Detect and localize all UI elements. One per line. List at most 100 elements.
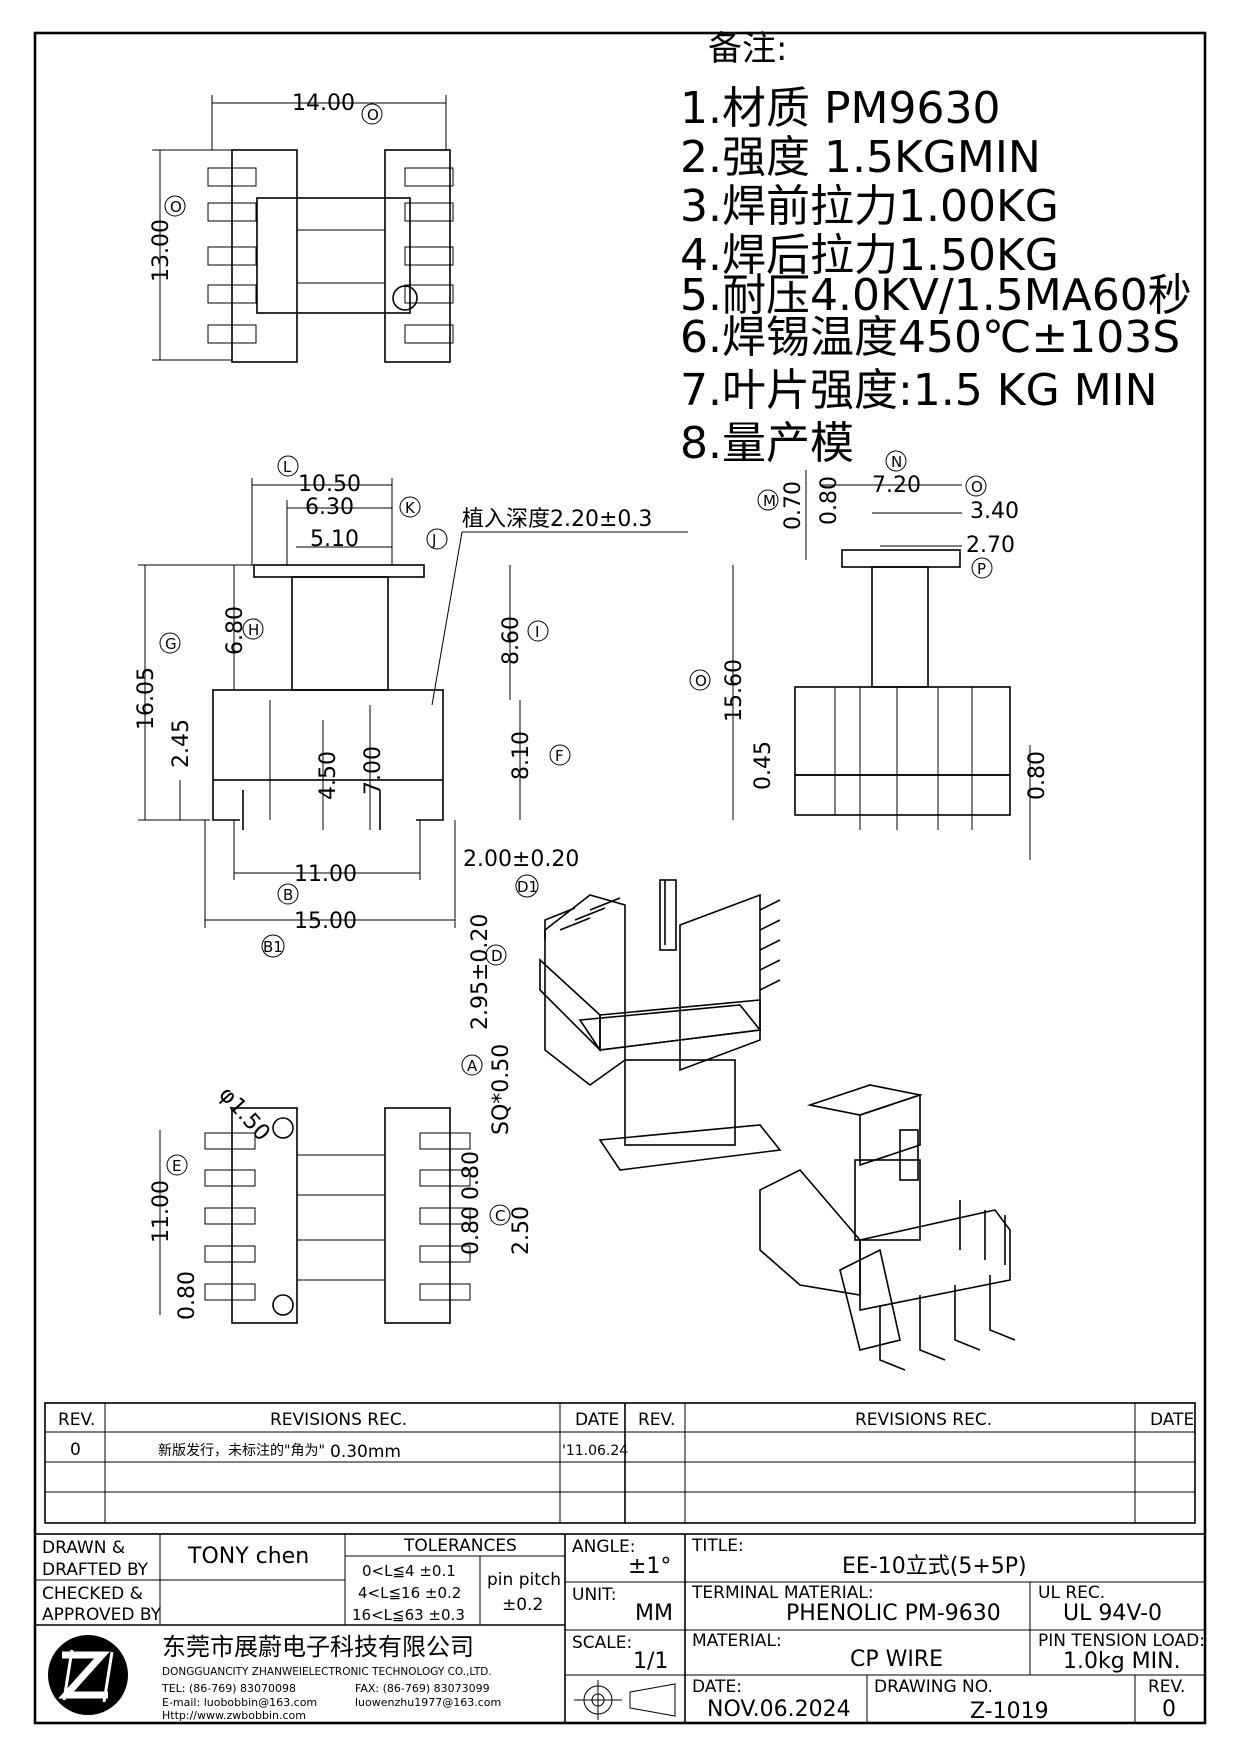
note-4: 4.焊后拉力1.50KG <box>680 230 1059 281</box>
title-block: DRAWN & DRAFTED BY TONY chen CHECKED & A… <box>34 1533 1206 1724</box>
note-5: 5.耐压4.0KV/1.5MA60秒 <box>680 270 1192 321</box>
svg-text:C: C <box>495 1207 505 1225</box>
checked-label-1: CHECKED & <box>42 1584 143 1604</box>
callout-L <box>277 455 299 477</box>
tol-row-3: 16<L≦63 ±0.3 <box>352 1606 465 1624</box>
angle-value: ±1° <box>628 1554 671 1579</box>
drawn-by-label-2: DRAFTED BY <box>42 1560 149 1580</box>
note-1: 1.材质 PM9630 <box>680 83 1000 134</box>
dim-7-20: 7.20 <box>872 473 921 498</box>
dim-0-80-side: 0.80 <box>817 476 842 525</box>
company-email-2: luowenzhu1977@163.com <box>355 1696 501 1709</box>
svg-text:I: I <box>535 623 539 641</box>
dim-phi-1-50: φ1.50 <box>214 1082 275 1146</box>
svg-text:J: J <box>431 531 436 549</box>
side-view: 7.20 N O 3.40 2.70 P 0.70 M 0.80 15.60 O… <box>689 450 1050 860</box>
rev-header-2: REV. <box>638 1410 675 1430</box>
side-base-block <box>794 686 1011 776</box>
svg-text:O: O <box>170 198 182 216</box>
rev-row-0-rec2: 0.30mm <box>330 1442 401 1462</box>
locating-hole-icon <box>272 1294 294 1316</box>
pin-tension-label: PIN TENSION LOAD: <box>1038 1631 1205 1651</box>
svg-text:L: L <box>283 458 292 476</box>
tolerances-label: TOLERANCES <box>403 1536 517 1556</box>
dim-2-95: 2.95±0.20 <box>468 914 493 1030</box>
drawing-no-label: DRAWING NO. <box>874 1677 993 1697</box>
projection-symbol-icon <box>574 1680 676 1720</box>
svg-text:O: O <box>695 672 707 690</box>
dim-sq-0-50: SQ*0.50 <box>489 1044 514 1135</box>
svg-text:D: D <box>491 947 503 965</box>
locating-hole-icon <box>272 1117 294 1139</box>
dim-bot-0-80c: 0.80 <box>459 1206 484 1255</box>
title-value: EE-10立式(5+5P) <box>842 1554 1027 1579</box>
callout-B1 <box>261 934 285 958</box>
dim-0-45: 0.45 <box>751 741 776 790</box>
dim-11-00: 11.00 <box>294 862 357 887</box>
callout-N <box>885 450 907 472</box>
rev-value: 0 <box>1162 1697 1176 1722</box>
callout-M <box>757 489 779 511</box>
angle-label: ANGLE: <box>572 1537 635 1557</box>
dim-bot-0-80: 0.80 <box>175 1271 200 1320</box>
notes-heading: 备注: <box>708 29 787 69</box>
pin-pitch-value: ±0.2 <box>502 1595 543 1615</box>
svg-text:N: N <box>891 453 902 471</box>
callout-K <box>399 496 421 518</box>
dim-top-height: 13.00 <box>149 219 174 282</box>
ul-rec-label: UL REC. <box>1038 1583 1105 1603</box>
company-email: E-mail: luobobbin@163.com <box>162 1696 317 1709</box>
svg-text:M: M <box>763 492 776 510</box>
callout-P <box>971 557 993 579</box>
note-6: 6.焊锡温度450℃±103S <box>680 312 1180 363</box>
dim-2-70: 2.70 <box>966 533 1015 558</box>
callout-D <box>485 944 507 966</box>
company-logo <box>48 1635 128 1715</box>
left-flange <box>231 149 298 363</box>
company-name-en: DONGGUANCITY ZHANWEIELECTRONIC TECHNOLOG… <box>162 1666 492 1678</box>
terminal-material-value: PHENOLIC PM-9630 <box>786 1601 1001 1626</box>
callout-B <box>277 883 299 905</box>
date-label: DATE: <box>692 1677 742 1697</box>
top-flange <box>253 564 425 578</box>
callout-O-side2 <box>689 669 711 691</box>
svg-text:F: F <box>555 747 564 765</box>
front-view: 10.50 L 6.30 K 5.10 J 植入深度2.20±0.3 16.05… <box>134 455 688 958</box>
dim-4-50: 4.50 <box>316 751 341 800</box>
dim-5-10: 5.10 <box>310 527 359 552</box>
terminal-material-label: TERMINAL MATERIAL: <box>691 1583 874 1603</box>
tol-row-2: 4<L≦16 ±0.2 <box>358 1584 461 1602</box>
callout-G <box>159 632 181 654</box>
material-label: MATERIAL: <box>692 1631 782 1651</box>
dim-15-60: 15.60 <box>722 659 747 722</box>
svg-text:O: O <box>367 106 379 124</box>
scale-label: SCALE: <box>572 1633 632 1653</box>
right-flange <box>384 149 451 363</box>
note-2: 2.强度 1.5KGMIN <box>680 132 1041 183</box>
callout-C <box>489 1204 511 1226</box>
core-tube <box>291 576 389 691</box>
note-3: 3.焊前拉力1.00KG <box>680 181 1059 232</box>
pin-pitch-label: pin pitch <box>487 1570 561 1590</box>
company-website: Http://www.zwbobbin.com <box>162 1709 306 1722</box>
callout-E <box>166 1154 188 1176</box>
bottom-right-flange <box>384 1107 451 1324</box>
ul-rec-value: UL 94V-0 <box>1063 1601 1162 1626</box>
isometric-view-upper <box>539 879 782 1171</box>
dim-6-30: 6.30 <box>305 495 354 520</box>
dim-16-05: 16.05 <box>134 667 159 730</box>
isometric-view-lower <box>759 1084 1016 1371</box>
dim-0-80-side-b: 0.80 <box>1025 751 1050 800</box>
scale-value: 1/1 <box>633 1649 668 1674</box>
svg-text:K: K <box>405 499 416 517</box>
bottom-view: 2.95±0.20 D A SQ*0.50 φ1.50 11.00 E 0.80… <box>149 914 534 1324</box>
top-view: 14.00 O 13.00 O <box>149 91 454 363</box>
note-8: 8.量产模 <box>680 418 854 469</box>
svg-text:A: A <box>467 1057 478 1075</box>
pin-tension-value: 1.0kg MIN. <box>1063 1649 1181 1674</box>
callout-O-side <box>965 475 987 497</box>
dim-3-40: 3.40 <box>970 499 1019 524</box>
dim-7-00: 7.00 <box>361 746 386 795</box>
material-value: CP WIRE <box>850 1647 943 1672</box>
